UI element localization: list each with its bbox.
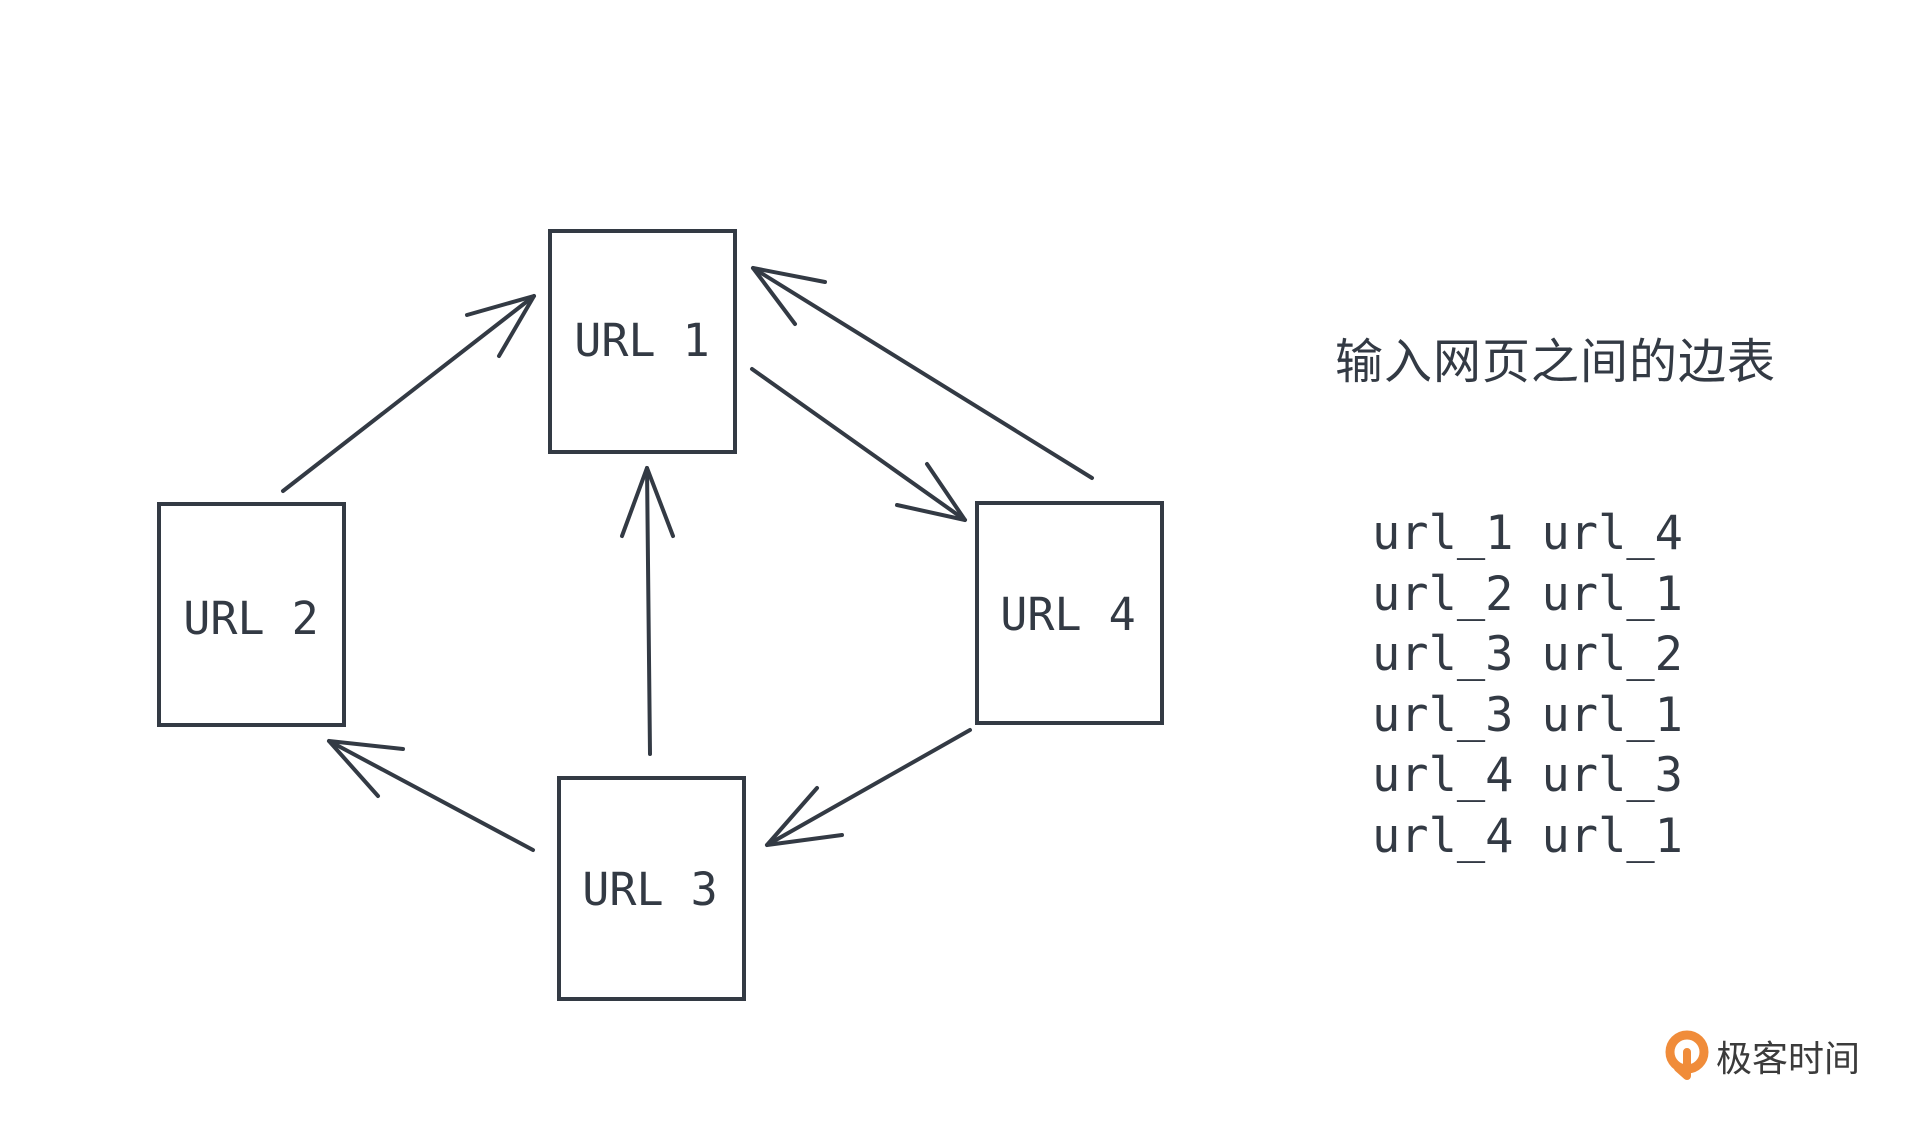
node-label: URL 4 [1000, 588, 1135, 641]
brand-name: 极客时间 [1716, 1039, 1861, 1080]
node-label: URL 1 [574, 314, 709, 367]
edge-source: url_3 [1372, 687, 1514, 743]
edge-target: url_4 [1541, 506, 1683, 561]
edge-target: url_1 [1541, 687, 1683, 743]
brand-watermark: 极客时间 [1664, 1030, 1860, 1082]
edge-table-row: url_4 url_3 [1372, 746, 1683, 807]
node-label: URL 3 [582, 863, 717, 916]
edge-table-row: url_3 url_1 [1372, 686, 1683, 747]
arrowhead-url4-to-url3 [765, 786, 844, 847]
edge-source: url_3 [1372, 627, 1514, 682]
edge-url1-to-url4 [750, 367, 967, 522]
edge-url3-to-url2 [327, 739, 535, 852]
geektime-logo-icon [1665, 1030, 1709, 1080]
node-url1: URL 1 [548, 229, 737, 454]
edge-target: url_2 [1541, 627, 1683, 682]
arrowhead-url1-to-url4 [895, 462, 967, 522]
arrowhead-url4-to-url1 [751, 266, 827, 326]
edge-table-row: url_2 url_1 [1372, 565, 1683, 626]
node-url4: URL 4 [975, 501, 1164, 725]
edge-source: url_1 [1372, 506, 1514, 561]
node-box [557, 776, 746, 1001]
edge-table-row: url_4 url_1 [1372, 807, 1683, 868]
edge-table-row: url_3 url_2 [1372, 625, 1683, 686]
edge-url4-to-url1 [751, 266, 1094, 480]
arrowhead-url3-to-url2 [327, 739, 405, 798]
node-url2: URL 2 [157, 502, 346, 727]
edge-source: url_4 [1372, 748, 1514, 803]
node-label: URL 2 [183, 592, 318, 645]
edge-table-row: url_1 url_4 [1372, 504, 1683, 565]
edges [281, 266, 1094, 852]
edge-url3-to-url1 [645, 466, 652, 756]
arrowhead-url2-to-url1 [465, 294, 536, 358]
edge-target: url_1 [1541, 808, 1683, 864]
node-box [975, 501, 1164, 725]
edge-url4-to-url3 [765, 728, 972, 847]
edge-source: url_4 [1372, 808, 1514, 864]
edge-url2-to-url1 [281, 294, 536, 493]
node-url3: URL 3 [557, 776, 746, 1001]
edge-target: url_3 [1541, 748, 1683, 803]
edge-target: url_1 [1541, 566, 1683, 622]
arrowhead-url3-to-url1 [620, 466, 675, 538]
node-box [548, 229, 737, 454]
edge-table-title: 输入网页之间的边表 [1335, 334, 1777, 390]
edge-source: url_2 [1372, 566, 1514, 622]
node-box [157, 502, 346, 727]
